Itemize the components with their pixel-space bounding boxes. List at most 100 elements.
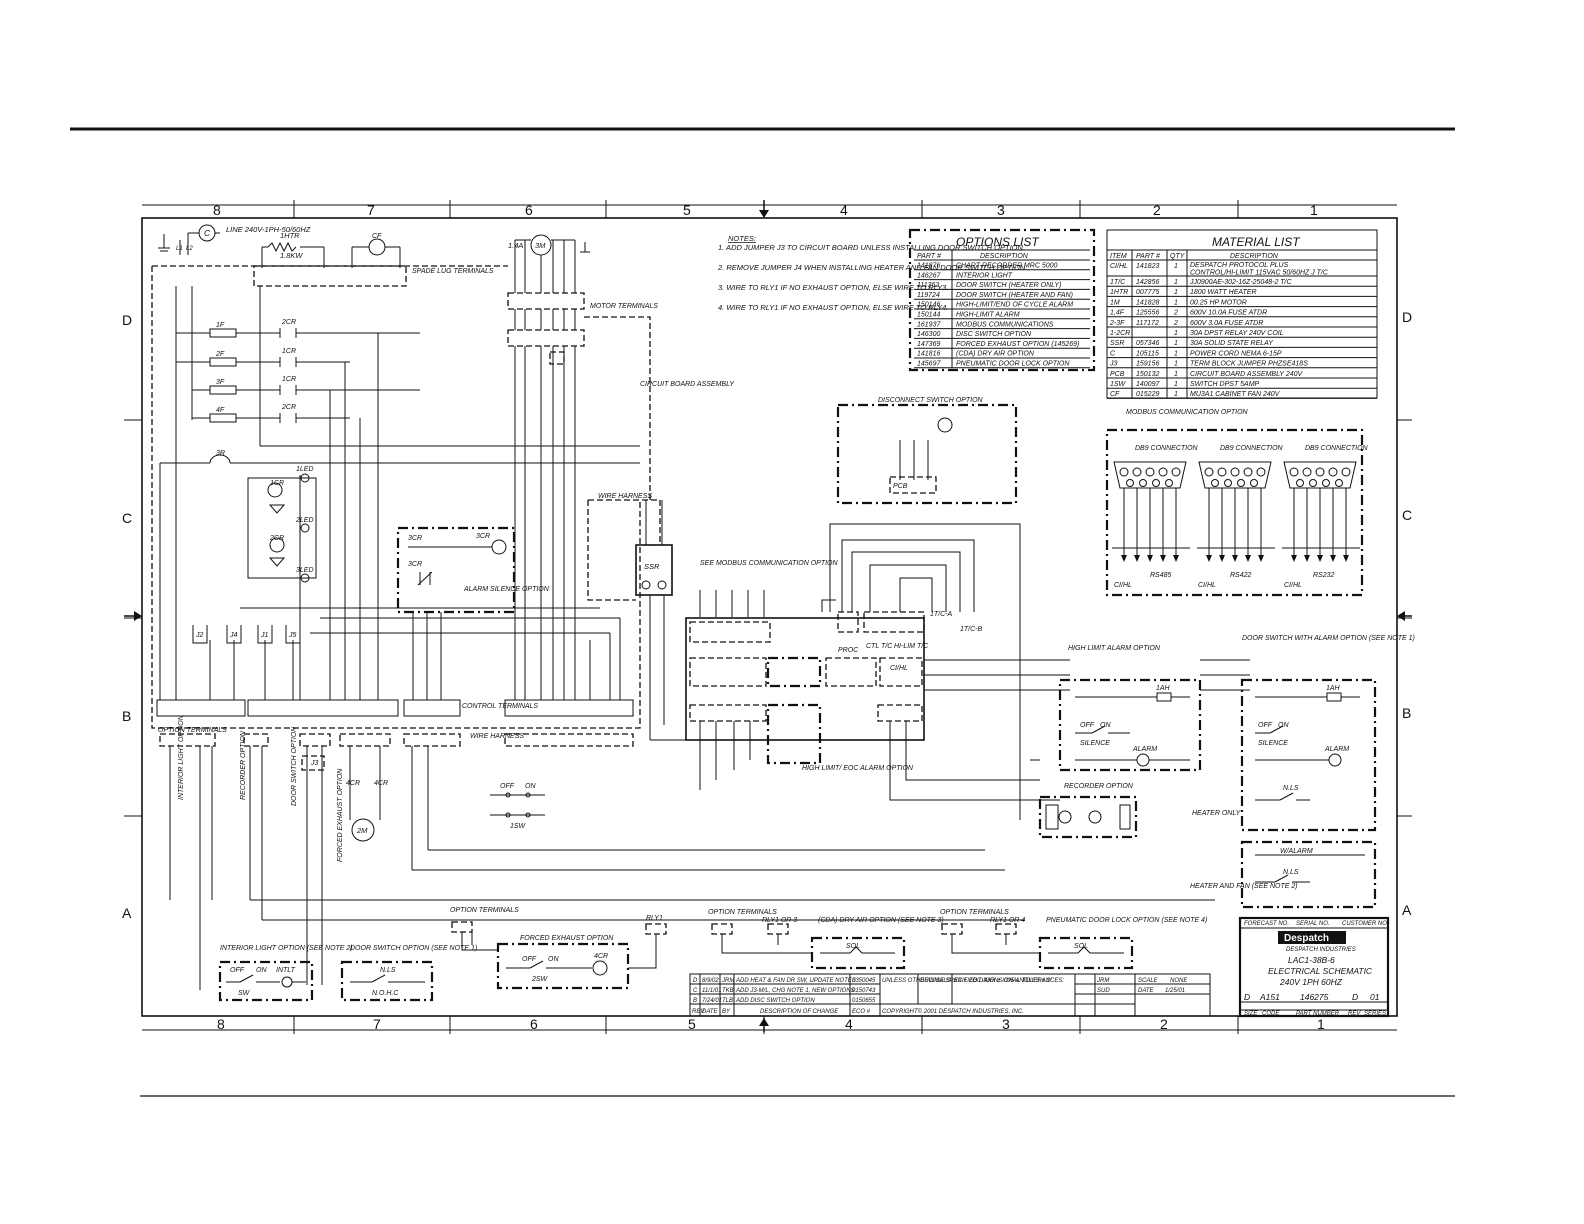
options-row-desc: DISC SWITCH OPTION bbox=[956, 331, 1032, 338]
zone-top-6: 6 bbox=[525, 202, 533, 218]
terminal-strip-a bbox=[156, 699, 246, 717]
rev-description: ADD DISC SWITCH OPTION bbox=[735, 998, 815, 1004]
options-row-desc: (CDA) DRY AIR OPTION bbox=[956, 351, 1035, 358]
tolerance-text: UNLESS OTHERWISE SPECIFIED DIMENSIONAL T… bbox=[882, 978, 1064, 984]
options-h-part: PART # bbox=[917, 253, 941, 260]
material-row-part: 105115 bbox=[1136, 350, 1159, 357]
il-sw: SW bbox=[238, 990, 251, 997]
options-row-desc: DOOR SWITCH (HEATER ONLY) bbox=[956, 282, 1061, 289]
fe-rly-terminals bbox=[645, 923, 667, 935]
interior-light-label: INTERIOR LIGHT OPTION (SEE NOTE 2) bbox=[220, 945, 353, 952]
led-1: 1LED bbox=[296, 466, 314, 473]
contact-1cr-a: 1CR bbox=[282, 348, 296, 355]
note-4: 4. WIRE TO RLY1 IF NO EXHAUST OPTION, EL… bbox=[718, 303, 948, 312]
options-row-desc: HIGH-LIMIT/END OF CYCLE ALARM bbox=[956, 302, 1073, 309]
material-row-item: C bbox=[1110, 350, 1116, 357]
rev-letter: B bbox=[693, 998, 697, 1004]
controller-ci-hl bbox=[685, 617, 925, 741]
rev-h-by: BY bbox=[722, 1009, 731, 1015]
db9-pin bbox=[1171, 467, 1181, 477]
hla-off: OFF bbox=[1080, 722, 1095, 729]
recorder-vlabel: RECORDER OPTION bbox=[240, 730, 247, 800]
jumper-j6 bbox=[549, 351, 565, 365]
door-switch-label: DOOR SWITCH OPTION (SEE NOTE 1) bbox=[350, 945, 477, 952]
il-off: OFF bbox=[230, 967, 245, 974]
dsa-off: OFF bbox=[1258, 722, 1273, 729]
material-h-part: PART # bbox=[1136, 253, 1160, 260]
interior-light-vlabel: INTERIOR LIGHT OPTION bbox=[178, 714, 185, 800]
rev-date: 11/1/01 bbox=[702, 988, 722, 994]
rev-description: ADD HEAT & FAN DR SW, UPDATE NOTES bbox=[735, 978, 856, 984]
db9-pin bbox=[1256, 467, 1266, 477]
pn-rly: RLY1 OR 4 bbox=[990, 917, 1025, 924]
fe-2sw: 2SW bbox=[531, 976, 549, 983]
db9-pin bbox=[1211, 479, 1219, 487]
material-row-part: 150132 bbox=[1136, 371, 1159, 378]
lower-terminals-a bbox=[689, 704, 767, 722]
wire-harness-dash bbox=[587, 499, 661, 601]
tb-size: D bbox=[1244, 992, 1250, 1002]
scale-value: NONE bbox=[1170, 978, 1188, 984]
circuit-board-outline bbox=[151, 265, 651, 729]
tb-serial: SERIAL NO. bbox=[1296, 921, 1330, 927]
motor-2m bbox=[351, 818, 375, 842]
db9-pin bbox=[1335, 479, 1343, 487]
forced-exhaust-vlabel: FORCED EXHAUST OPTION bbox=[337, 768, 344, 862]
material-row-part: 117172 bbox=[1136, 320, 1159, 327]
high-limit-alarm-contents: 1AH OFF ON SILENCE ALARM bbox=[1075, 685, 1190, 767]
motor-2m-label: 2M bbox=[356, 826, 368, 835]
material-row-qty: 1 bbox=[1174, 371, 1178, 378]
tc-terminals bbox=[863, 611, 925, 633]
fuse-3f: 3F bbox=[216, 379, 225, 386]
fuse-4f: 4F bbox=[216, 407, 225, 414]
zone-bottom-5: 5 bbox=[688, 1016, 696, 1032]
fe-opt-terms: OPTION TERMINALS bbox=[450, 907, 519, 914]
options-row-part: 145697 bbox=[917, 361, 941, 368]
rs485-label: RS485 bbox=[1150, 572, 1172, 579]
material-row-desc: POWER CORD NEMA 6-15P bbox=[1190, 350, 1282, 357]
l1-label: L1 bbox=[176, 246, 183, 252]
material-row-part: 141828 bbox=[1136, 299, 1159, 306]
db9-pin bbox=[1296, 479, 1304, 487]
switch-1sw: OFF ON 1SW bbox=[490, 783, 545, 830]
power-supply: C LINE 240V-1PH-50/60HZ L1 L2 bbox=[158, 224, 311, 255]
material-row-desc: 30A DPST RELAY 240V COIL bbox=[1190, 330, 1284, 337]
db9-pin bbox=[1152, 479, 1160, 487]
option-terminal-3 bbox=[299, 733, 331, 747]
options-row-desc: MODBUS COMMUNICATIONS bbox=[956, 321, 1054, 328]
option-terminal-4 bbox=[339, 733, 391, 747]
material-row-qty: 1 bbox=[1174, 350, 1178, 357]
motor-terminal-box bbox=[507, 292, 585, 310]
material-row-part: 159156 bbox=[1136, 361, 1159, 368]
high-limit-edc-label: HIGH LIMIT/ EOC ALARM OPTION bbox=[802, 765, 914, 772]
dsa-alarm: ALARM bbox=[1324, 746, 1349, 753]
db9-shell bbox=[1198, 461, 1272, 489]
material-row-desc: 1800 WATT HEATER bbox=[1190, 289, 1257, 296]
door-switch-alarm-contents: 1AH OFF ON SILENCE ALARM N.LS bbox=[1255, 685, 1360, 801]
dsa-1ah: 1AH bbox=[1326, 685, 1341, 692]
db9-arrow bbox=[1121, 555, 1127, 562]
decimals-text: DECIMALS .XX ± .030 .XXX ± .005 ANGLES ±… bbox=[920, 978, 1053, 984]
ci-hl-label-3: CI/HL bbox=[1284, 582, 1302, 589]
dry-air-label: (CDA) DRY AIR OPTION (SEE NOTE 3) bbox=[818, 917, 944, 924]
material-row-part: 057346 bbox=[1136, 340, 1159, 347]
board-wiring bbox=[169, 333, 1215, 990]
zone-top-4: 4 bbox=[840, 202, 848, 218]
title-block bbox=[1238, 916, 1390, 1018]
pn-option-terminals bbox=[941, 923, 963, 935]
ci-hl-label: CI/HL bbox=[890, 665, 908, 672]
title-line-1: ELECTRICAL SCHEMATIC bbox=[1268, 966, 1373, 976]
options-row-part: 119724 bbox=[917, 292, 940, 299]
il-on: ON bbox=[256, 967, 267, 974]
cabinet-fan: CF bbox=[351, 233, 401, 268]
ci-hl-label-2: CI/HL bbox=[1198, 582, 1216, 589]
zone-top-2: 2 bbox=[1153, 202, 1161, 218]
options-row-part: 146300 bbox=[917, 331, 940, 338]
zone-right-c: C bbox=[1402, 507, 1412, 523]
rev-date: 8/9/02 bbox=[702, 978, 719, 984]
options-row-desc: DOOR SWITCH (HEATER AND FAN) bbox=[956, 292, 1073, 299]
circuit-board-label: CIRCUIT BOARD ASSEMBLY bbox=[640, 381, 735, 388]
modbus-box bbox=[1105, 428, 1364, 597]
contact-1cr-b: 1CR bbox=[282, 376, 296, 383]
spade-lug-label: SPADE LUG TERMINALS bbox=[412, 268, 494, 275]
